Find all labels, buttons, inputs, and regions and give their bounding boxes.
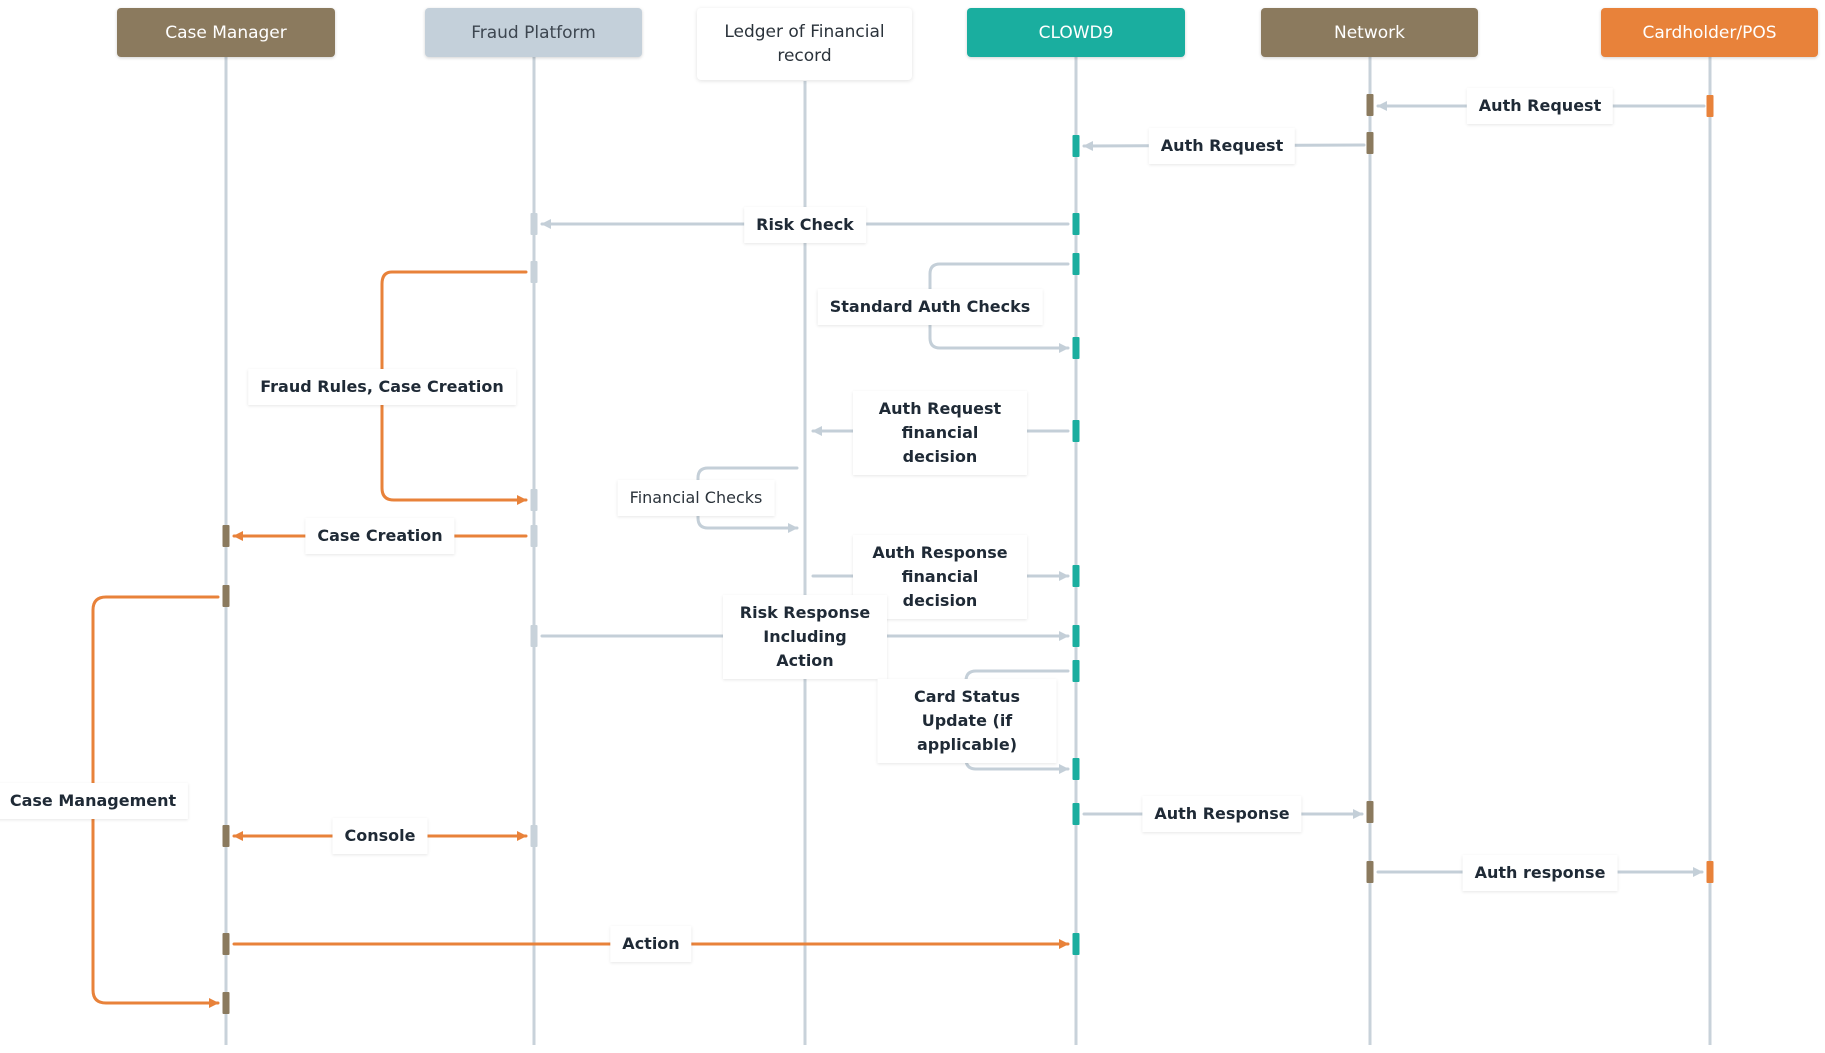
participant-fraud-platform: Fraud Platform	[425, 8, 642, 57]
msg-standard-auth-checks: Standard Auth Checks	[817, 289, 1043, 325]
activation-clowd9-4	[1072, 337, 1080, 359]
activation-clowd9-6	[1072, 565, 1080, 587]
activation-case-manager-3	[222, 825, 230, 847]
participant-case-manager: Case Manager	[117, 8, 335, 57]
msg-auth-request-financial-decision: Auth Request financial decision	[853, 391, 1027, 475]
participant-clowd9: CLOWD9	[967, 8, 1185, 57]
msg-fraud-rules-case-creation: Fraud Rules, Case Creation	[248, 369, 516, 405]
activation-case-manager-5	[222, 992, 230, 1014]
participant-ledger: Ledger of Financial record	[697, 8, 912, 80]
activation-fraud-5	[530, 625, 538, 647]
msg-risk-response: Risk Response Including Action	[723, 595, 887, 679]
msg-console: Console	[332, 818, 428, 854]
activation-fraud-1	[530, 213, 538, 235]
activation-clowd9-1	[1072, 135, 1080, 157]
msg-financial-checks: Financial Checks	[617, 480, 775, 516]
activation-clowd9-8	[1072, 660, 1080, 682]
activation-fraud-4	[530, 525, 538, 547]
activation-case-manager-4	[222, 933, 230, 955]
activation-clowd9-9	[1072, 758, 1080, 780]
msg-case-creation: Case Creation	[305, 518, 455, 554]
activation-cardholder-2	[1706, 861, 1714, 883]
activation-network-1	[1366, 94, 1374, 116]
msg-action: Action	[610, 926, 692, 962]
activation-fraud-6	[530, 825, 538, 847]
activation-clowd9-3	[1072, 253, 1080, 275]
activation-cardholder-1	[1706, 95, 1714, 117]
msg-auth-response-financial-decision: Auth Response financial decision	[853, 535, 1027, 619]
activation-clowd9-5	[1072, 420, 1080, 442]
msg-auth-response-pos: Auth response	[1462, 855, 1618, 891]
activation-case-manager-2	[222, 585, 230, 607]
activation-fraud-2	[530, 261, 538, 283]
activation-network-3	[1366, 801, 1374, 823]
msg-auth-response-clowd9: Auth Response	[1142, 796, 1302, 832]
activation-network-4	[1366, 861, 1374, 883]
msg-risk-check: Risk Check	[744, 207, 866, 243]
msg-auth-request-network: Auth Request	[1148, 128, 1296, 164]
participant-cardholder: Cardholder/POS	[1601, 8, 1818, 57]
activation-clowd9-11	[1072, 933, 1080, 955]
activation-network-2	[1366, 132, 1374, 154]
activation-clowd9-7	[1072, 625, 1080, 647]
msg-card-status-update: Card Status Update (if applicable)	[877, 679, 1057, 763]
msg-case-management: Case Management	[0, 783, 189, 819]
participant-network: Network	[1261, 8, 1478, 57]
activation-fraud-3	[530, 489, 538, 511]
activation-clowd9-2	[1072, 213, 1080, 235]
msg-auth-request-pos: Auth Request	[1466, 88, 1614, 124]
activation-clowd9-10	[1072, 803, 1080, 825]
activation-case-manager-1	[222, 525, 230, 547]
